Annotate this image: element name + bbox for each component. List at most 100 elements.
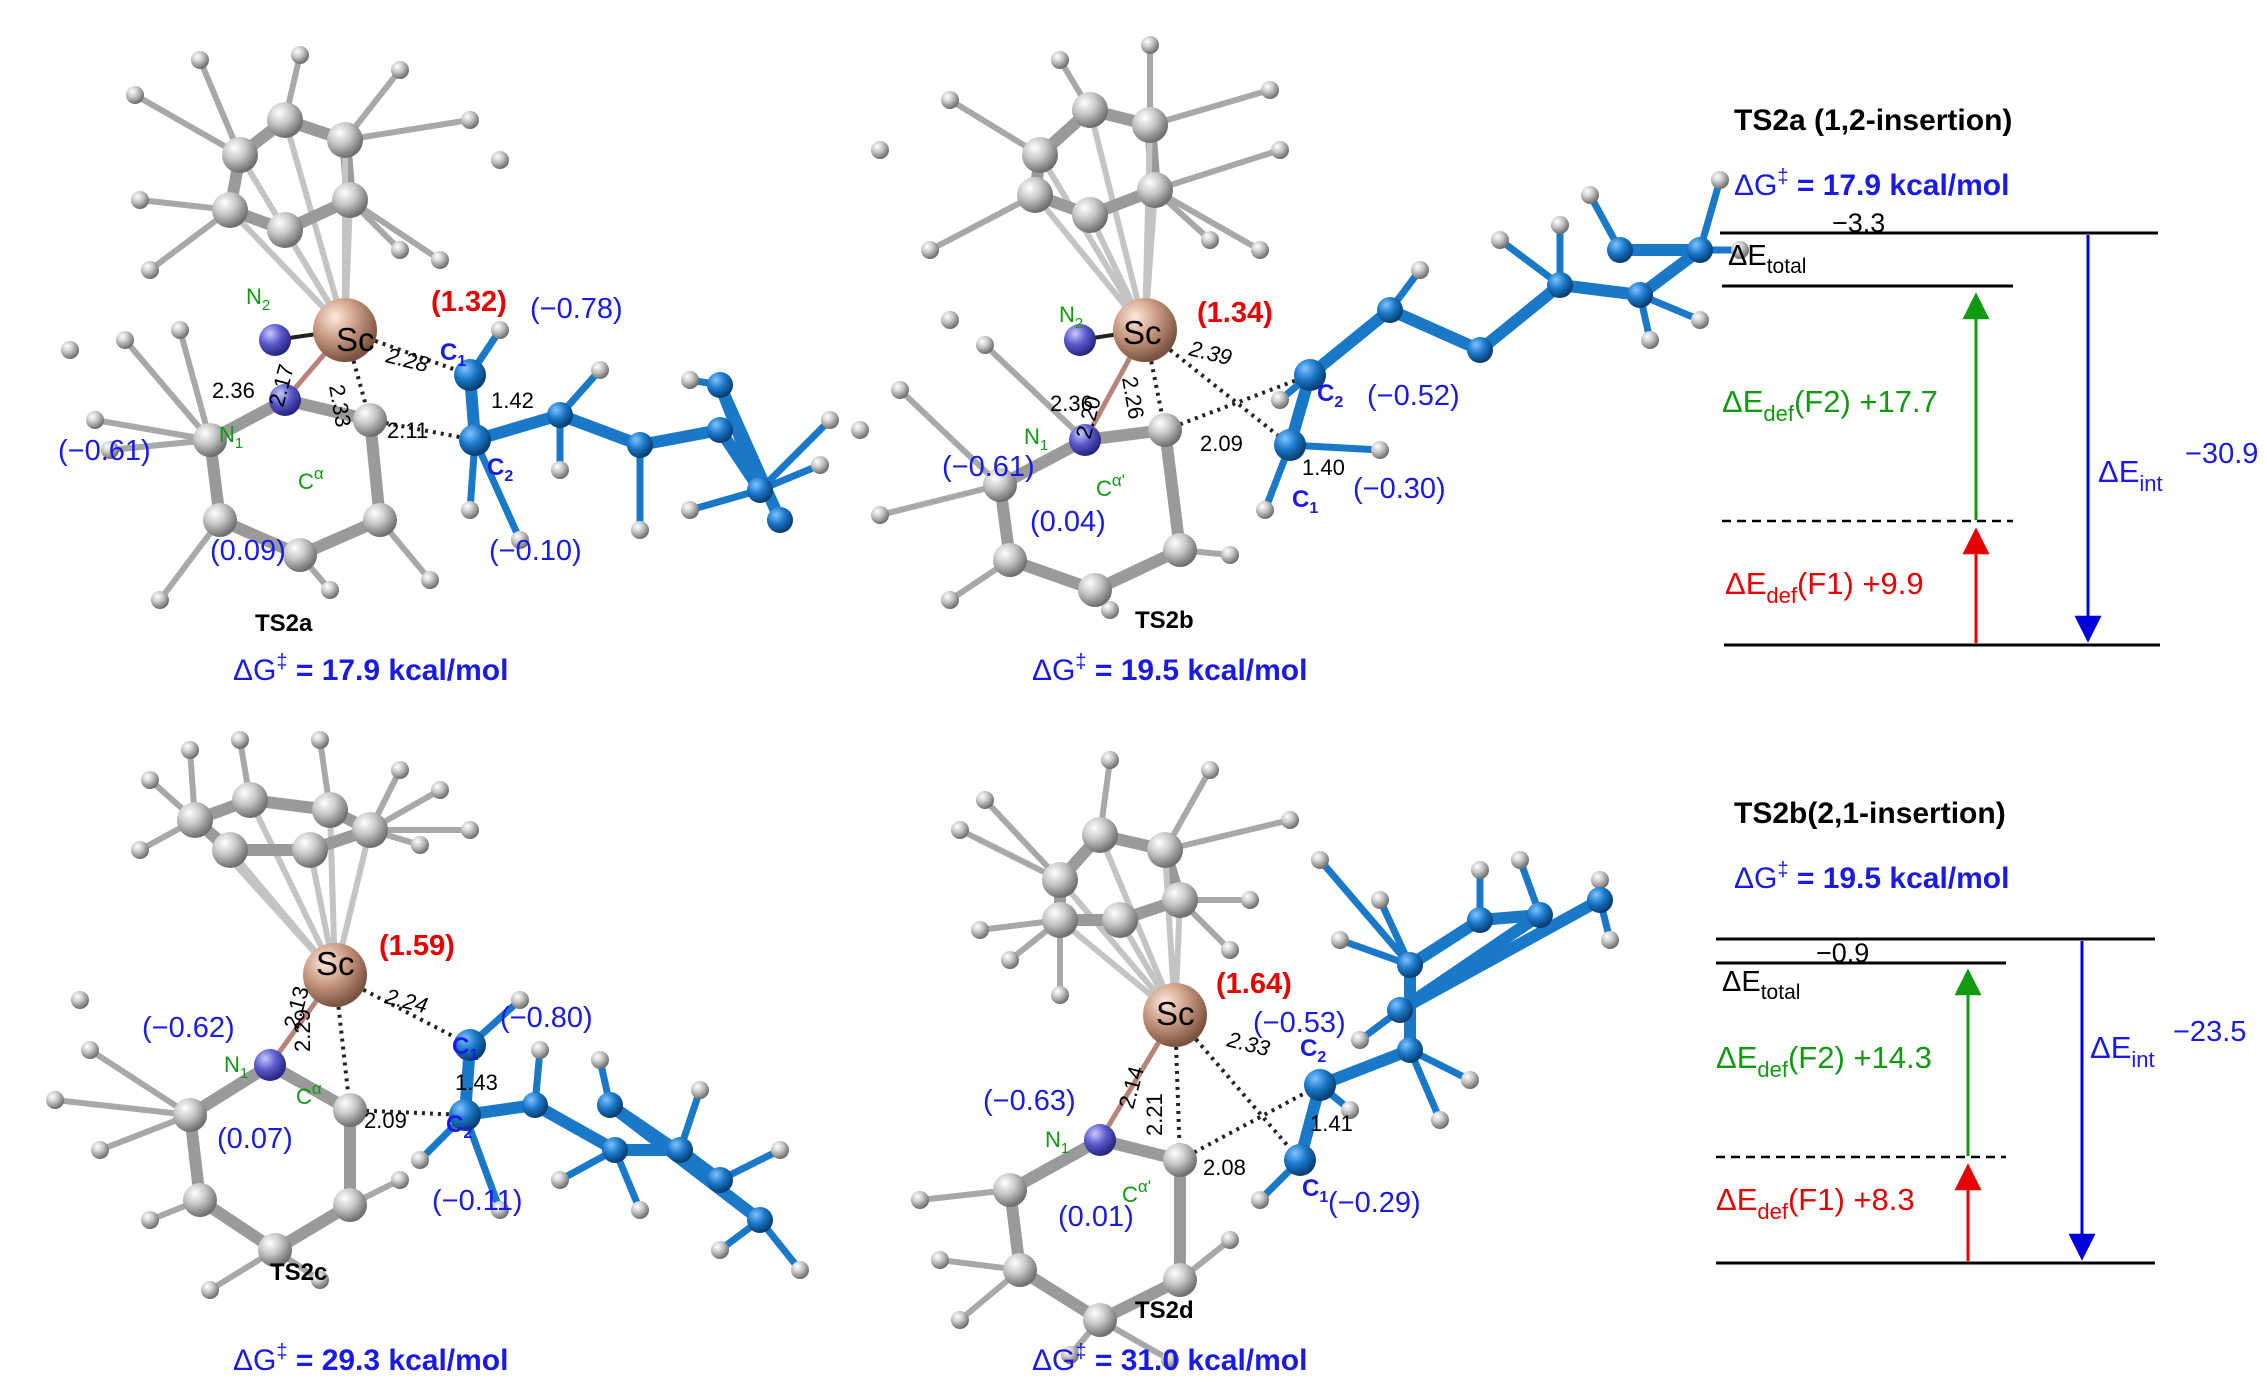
- ts2a-cp-carbon-atom: [327, 122, 363, 158]
- ts2c-h-atom: [201, 1281, 219, 1299]
- ts2b-ring-carbon-atom: [1078, 573, 1112, 607]
- ts2d-cp-carbon-atom: [1162, 882, 1198, 918]
- ts2d-h-atom: [1461, 1071, 1479, 1089]
- ts2c-alkene-carbon-atom: [707, 1167, 733, 1193]
- ts2d-sc-atom: [1143, 983, 1207, 1047]
- panel2-e-total-label: ΔEtotal: [1722, 966, 1800, 1004]
- ts2c-cp-carbon-atom: [177, 802, 213, 838]
- ts2a-alkene-carbon-atom: [454, 359, 486, 391]
- ts2b-h-atom: [871, 141, 889, 159]
- ts2b-alkene-carbon-atom: [1294, 359, 1326, 391]
- ts2c-h-atom: [531, 1041, 549, 1059]
- ts2a-h-atom: [141, 261, 159, 279]
- ts2a-ca-spin: (0.09): [210, 535, 286, 567]
- ts2c-ring-carbon-atom: [183, 1183, 217, 1217]
- ts2c-h-atom: [311, 1271, 329, 1289]
- ts2b-dist-ca-c1: 2.09: [1200, 431, 1243, 456]
- ts2c-h-atom: [491, 1201, 509, 1219]
- ts2d-cp-sc-spoke: [1097, 833, 1178, 1017]
- ts2c-dist-ca-c2: 2.09: [364, 1108, 407, 1133]
- ts2a-ring-carbon-atom: [203, 503, 237, 537]
- ts2a-cp-carbon-atom: [212, 192, 248, 228]
- ts2b-sc-spin: (1.34): [1197, 297, 1273, 329]
- ts2d-h-atom: [1341, 1101, 1359, 1119]
- ts2b-molecule: [851, 36, 1749, 619]
- ts2b-ring-carbon-atom: [983, 468, 1017, 502]
- panel2-def-f1-label: ΔEdef(F1) +8.3: [1716, 1182, 1915, 1224]
- ts2b-h-bond: [897, 387, 1003, 488]
- ts2c-alkene-bond: [529, 1099, 621, 1156]
- ts2b-h-atom: [941, 91, 959, 109]
- ts2d-alkene-carbon-atom: [1587, 887, 1613, 913]
- ts2a-h-bond: [177, 327, 213, 443]
- ts2b-h-bond: [982, 342, 1088, 443]
- ts2a-h-atom: [461, 501, 479, 519]
- ts2c-h-atom: [391, 761, 409, 779]
- ts2d-h-atom: [1351, 1031, 1369, 1049]
- ts2d-name: TS2d: [1135, 1297, 1194, 1324]
- ts2a-dg: ΔG‡ = 17.9 kcal/mol: [233, 651, 508, 687]
- ts2c-c2-spin: (−0.11): [432, 1185, 523, 1217]
- ts2d-h-atom: [1001, 951, 1019, 969]
- ts2a-h-atom: [391, 241, 409, 259]
- ts2b-h-atom: [1251, 241, 1269, 259]
- panel2-def-f2-label: ΔEdef(F2) +14.3: [1716, 1040, 1932, 1082]
- ts2d-ring-carbon-atom: [1083, 1303, 1117, 1337]
- ts2a-name: TS2a: [255, 610, 313, 637]
- ts2c-alkene-carbon-atom: [602, 1137, 628, 1163]
- ts2a-h-atom: [681, 501, 699, 519]
- ts2b-c2-spin: (−0.52): [1367, 380, 1460, 412]
- ts2b-h-bond: [927, 192, 1038, 253]
- ts2b-cp-sc-spoke: [1037, 153, 1148, 332]
- ts2b-cp-carbon-atom: [1137, 172, 1173, 208]
- ts2c-h-atom: [461, 821, 479, 839]
- ts2b-sc-atom: [1113, 298, 1177, 362]
- ts2a-ring-carbon-atom: [353, 403, 387, 437]
- ts2c-cp-carbon-atom: [232, 782, 268, 818]
- ts2b-n1-label: N1: [1024, 424, 1048, 454]
- ts2c-alkene-carbon-atom: [454, 1029, 486, 1061]
- ts2a-cp-carbon-atom: [267, 102, 303, 138]
- ts2a-cp-sc-spoke: [282, 119, 348, 331]
- panel1-int-value: −30.9: [2185, 438, 2258, 470]
- ts2d-ca-alkene-partial-bond: [1179, 1083, 1321, 1162]
- ts2a-c2-spin: (−0.10): [489, 535, 582, 567]
- ts2d-alkene-bond: [1404, 914, 1486, 971]
- ts2b-h-atom: [1691, 311, 1709, 329]
- ts2c-h-atom: [631, 1201, 649, 1219]
- ts2b-dist-c1-c2: 1.40: [1302, 455, 1345, 480]
- ts2b-sc-alkene-partial-bond: [1143, 328, 1292, 447]
- ts2d-c2-label: C2: [1300, 1035, 1326, 1066]
- ts2d-alkene-bond: [1394, 894, 1606, 1016]
- ts2a-h-atom: [431, 251, 449, 269]
- ts2b-h-atom: [941, 591, 959, 609]
- ts2b-alkene-carbon-atom: [1547, 272, 1573, 298]
- ts2d-h-atom: [1101, 751, 1119, 769]
- ts2d-alkene-carbon-atom: [1284, 1144, 1316, 1176]
- ts2a-dist-c1-c2: 1.42: [491, 388, 534, 413]
- ts2b-dg: ΔG‡ = 19.5 kcal/mol: [1032, 651, 1307, 687]
- ts2b-alkene-bond: [1304, 304, 1396, 381]
- ts2b-h-atom: [941, 311, 959, 329]
- ts2a-h-atom: [291, 46, 309, 64]
- ts2d-alkene-carbon-atom: [1467, 907, 1493, 933]
- ts2c-cp-carbon-atom: [212, 832, 248, 868]
- ts2a-h-atom: [101, 441, 119, 459]
- ts2b-n2-label: N2: [1059, 302, 1083, 332]
- ts2b-h-atom: [1491, 231, 1509, 249]
- ts2b-alkene-bond: [1554, 279, 1646, 301]
- ts2b-alkene-carbon-atom: [1687, 237, 1713, 263]
- ts2b-dist-sc-ca: 2.26: [1117, 375, 1149, 422]
- ts2b-alkene-carbon-atom: [1627, 282, 1653, 308]
- ts2d-h-atom: [1431, 1111, 1449, 1129]
- ts2a-n2-label: N2: [246, 284, 270, 314]
- ts2a-h-atom: [191, 51, 209, 69]
- ts2a-ring-carbon-atom: [283, 538, 317, 572]
- ts2a-ring-carbon-atom: [193, 423, 227, 457]
- ts2c-h-atom: [141, 1211, 159, 1229]
- ts2a-alkene-bond: [554, 409, 646, 451]
- ts2c-h-atom: [691, 1081, 709, 1099]
- ts2b-h-atom: [1101, 601, 1119, 619]
- ts2d-h-atom: [1061, 1346, 1079, 1364]
- ts2c-h-atom: [181, 741, 199, 759]
